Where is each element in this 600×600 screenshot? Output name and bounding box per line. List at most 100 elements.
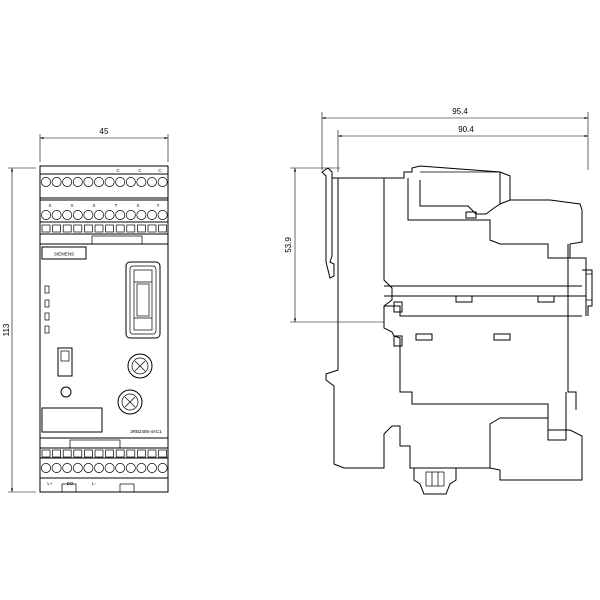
bottom-screw-5	[83, 463, 94, 473]
top-terminal-labels-1: C C C	[116, 168, 162, 173]
mid-label-1: X	[48, 203, 51, 208]
detail-rect-2	[393, 335, 403, 347]
mid-screw-12	[157, 210, 168, 220]
top-label-2: C	[138, 168, 142, 173]
bottom-screw-2	[51, 463, 62, 473]
slot-c	[415, 333, 433, 341]
setting-dial-1	[127, 353, 153, 379]
bottom-slot-12	[158, 449, 167, 458]
top-screw-5	[83, 177, 94, 187]
bottom-label-3: L-	[92, 481, 97, 486]
top-screw-10	[136, 177, 147, 187]
bottom-screw-10	[136, 463, 147, 473]
side-total-depth-label: 95.4	[452, 107, 468, 116]
top-slot-3	[62, 224, 72, 233]
bottom-slot-10	[137, 449, 146, 458]
rail-height-dimension: 53.9	[284, 167, 384, 323]
rail-height-label: 53.9	[284, 237, 293, 253]
led-2	[44, 299, 50, 308]
top-slot-10	[137, 224, 146, 233]
bottom-screw-4	[72, 463, 83, 473]
bottom-slot-6	[94, 449, 104, 458]
bottom-slot-11	[147, 449, 157, 458]
top-screw-12	[157, 177, 168, 187]
led-3	[44, 312, 50, 321]
top-slot-12	[158, 224, 167, 233]
mid-screw-9	[125, 210, 136, 220]
slot-d	[493, 333, 511, 341]
bottom-label-2: DO	[67, 481, 74, 486]
bottom-screw-7	[104, 463, 115, 473]
side-depth-label: 90.4	[458, 125, 474, 134]
mid-screw-8	[115, 210, 126, 220]
front-width-label: 45	[100, 127, 109, 136]
bottom-slot-8	[115, 449, 125, 458]
front-height-dimension: 113	[2, 167, 36, 493]
side-view: 95.4 90.4 53.9	[284, 107, 593, 495]
bottom-screw-9	[125, 463, 136, 473]
top-screw-4	[72, 177, 83, 187]
bottom-bridge	[69, 439, 121, 449]
mid-label-6: Y	[156, 203, 159, 208]
top-slot-7	[105, 224, 114, 233]
bottom-foot-1	[61, 483, 77, 493]
mid-label-2: X	[70, 203, 73, 208]
mid-screw-2	[51, 210, 62, 220]
mid-screw-11	[147, 210, 157, 220]
top-screw-11	[147, 177, 157, 187]
top-slot-row	[41, 224, 167, 233]
mid-screw-6	[94, 210, 104, 220]
module-window	[125, 261, 161, 339]
top-screw-8	[115, 177, 126, 187]
front-housing	[39, 165, 169, 493]
top-label-3: C	[158, 168, 162, 173]
bottom-label-1: L+	[47, 481, 53, 486]
top-slot-9	[126, 224, 136, 233]
brand-plate: SIEMENS	[41, 246, 87, 260]
bottom-terminal-block: L+ DO L-	[40, 437, 168, 493]
bottom-screw-6	[94, 463, 104, 473]
mid-screw-10	[136, 210, 147, 220]
top-screw-9	[125, 177, 136, 187]
mid-screw-1	[41, 210, 51, 220]
bottom-slot-row	[41, 449, 167, 458]
bottom-slot-9	[126, 449, 136, 458]
top-screw-row-2	[41, 210, 168, 220]
top-slot-5	[84, 224, 93, 233]
top-terminal-block: C C C X X X T X Y	[40, 168, 168, 245]
front-width-dimension: 45	[39, 127, 169, 162]
bottom-slot-2	[52, 449, 61, 458]
led-4	[44, 325, 50, 334]
slot-b	[537, 295, 555, 303]
bottom-slot-1	[41, 449, 51, 458]
detail-rect-1	[393, 301, 403, 313]
bottom-screw-12	[157, 463, 168, 473]
brand-label: SIEMENS	[54, 252, 74, 257]
top-screw-2	[51, 177, 62, 187]
mid-label-5: X	[136, 203, 139, 208]
top-screw-3	[62, 177, 73, 187]
top-slot-8	[115, 224, 125, 233]
top-terminal-labels-2: X X X T X Y	[48, 203, 159, 208]
bottom-screw-11	[147, 463, 157, 473]
setting-dial-2	[117, 389, 143, 415]
mid-label-3: X	[92, 203, 95, 208]
bottom-slot-5	[84, 449, 93, 458]
front-height-label: 113	[2, 323, 11, 336]
top-label-1: C	[116, 168, 120, 173]
side-total-depth-dimension: 95.4	[321, 107, 589, 170]
bottom-foot-2	[119, 483, 135, 493]
bottom-screw-1	[41, 463, 51, 473]
bottom-screw-3	[62, 463, 73, 473]
top-slot-1	[41, 224, 51, 233]
bottom-slot-3	[62, 449, 72, 458]
mid-screw-3	[62, 210, 73, 220]
top-slot-6	[94, 224, 104, 233]
mid-screw-5	[83, 210, 94, 220]
front-view: 45 113 C C C X	[2, 127, 169, 493]
led-1	[44, 285, 50, 294]
led-indicators	[44, 285, 50, 334]
test-button	[57, 347, 73, 377]
side-depth-dimension: 90.4	[337, 125, 588, 172]
